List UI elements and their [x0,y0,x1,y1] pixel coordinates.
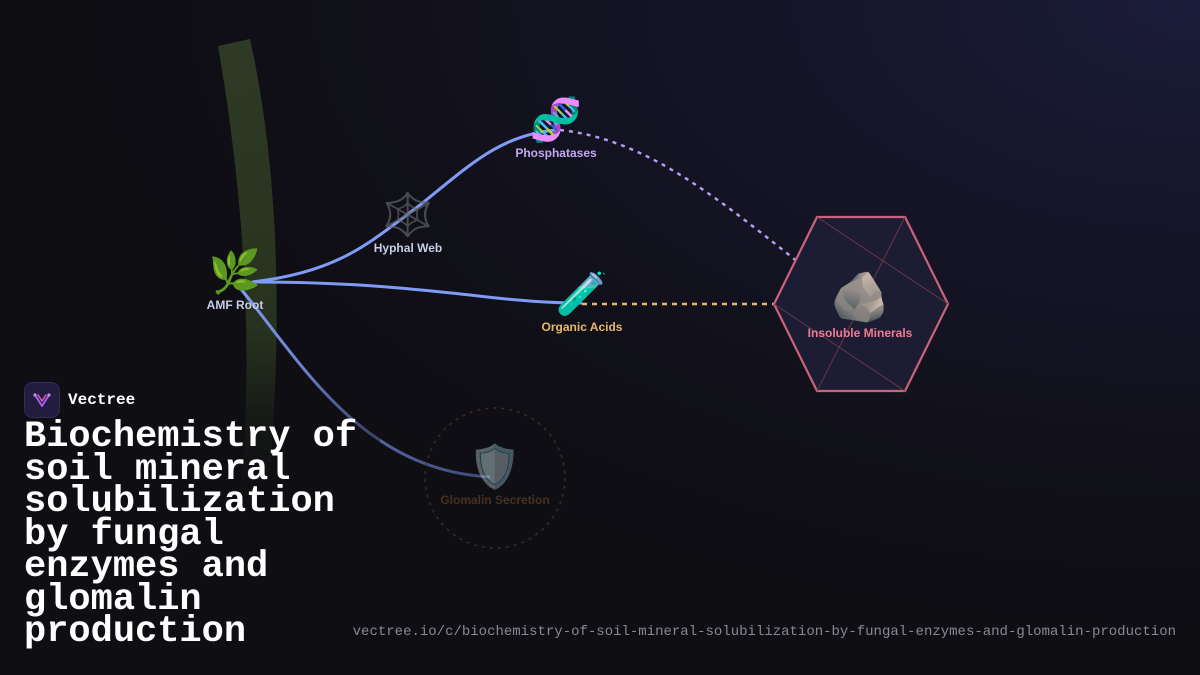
node-label: Organic Acids [541,320,623,334]
node-hyphal-web[interactable]: 🕸️ Hyphal Web [373,190,443,256]
node-insoluble-minerals[interactable]: 🪨 Insoluble Minerals [808,270,913,340]
rock-icon: 🪨 [830,269,890,325]
dna-icon: 🧬 [529,95,583,144]
node-label: AMF Root [206,298,264,312]
edge-phosphatases-minerals [559,128,820,280]
node-label: Phosphatases [515,146,597,160]
spider-web-icon: 🕸️ [381,190,435,239]
edge-root-phosphatases [251,128,557,284]
node-glomalin-secretion[interactable]: 🛡️ Glomalin Secretion [440,442,550,508]
brand[interactable]: Vectree [24,382,135,418]
plant-icon: 🌿 [208,247,262,296]
node-amf-root[interactable]: 🌿 AMF Root [206,247,264,313]
page-title: Biochemistry of soil mineral solubilizat… [24,416,358,653]
test-tube-icon: 🧪 [555,269,609,318]
node-phosphatases[interactable]: 🧬 Phosphatases [515,95,597,161]
page-url[interactable]: vectree.io/c/biochemistry-of-soil-minera… [352,624,1176,640]
vectree-logo-icon [24,382,60,418]
shield-icon: 🛡️ [468,442,522,491]
node-label: Glomalin Secretion [440,493,550,507]
glomalin-ring [424,407,566,549]
node-organic-acids[interactable]: 🧪 Organic Acids [541,269,623,335]
node-label: Insoluble Minerals [807,326,913,340]
edge-root-organic-acids [251,280,583,305]
brand-name: Vectree [68,391,136,409]
node-label: Hyphal Web [373,241,443,255]
